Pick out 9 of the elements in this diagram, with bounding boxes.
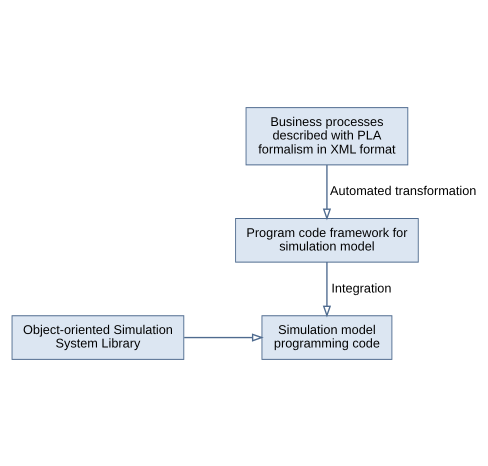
edge-label: Automated transformation	[330, 182, 476, 198]
node-box: Business processes described with PLA formalism in XML format	[246, 106, 408, 165]
arrow	[184, 332, 264, 342]
node-box: Program code framework for simulation model	[235, 218, 419, 262]
node-box: Object-oriented Simulation System Library	[12, 314, 184, 360]
arrow	[322, 262, 332, 317]
arrow	[322, 164, 332, 220]
edge-label: Integration	[331, 280, 392, 295]
node-box: Simulation model programming code	[262, 314, 392, 360]
